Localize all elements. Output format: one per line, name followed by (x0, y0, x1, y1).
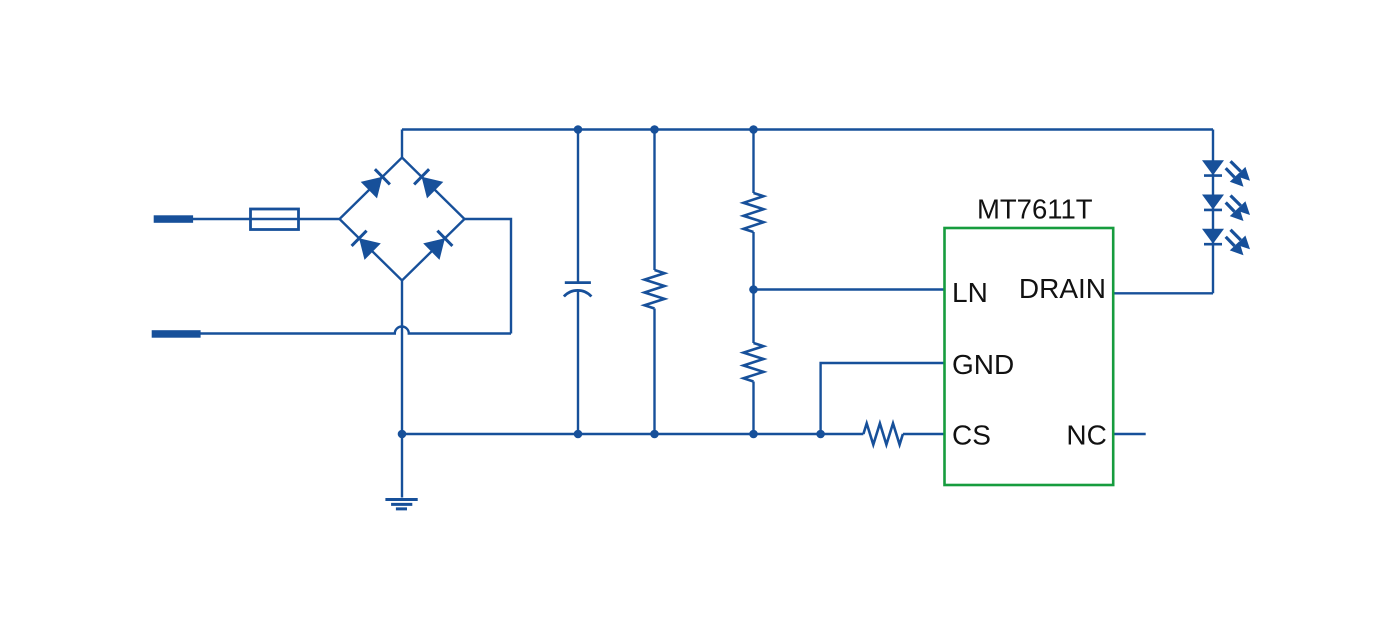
svg-text:DRAIN: DRAIN (1019, 273, 1106, 304)
svg-text:LN: LN (952, 277, 988, 308)
svg-text:NC: NC (1066, 420, 1106, 451)
svg-text:MT7611T: MT7611T (977, 193, 1093, 224)
svg-text:CS: CS (952, 420, 991, 451)
svg-text:GND: GND (952, 349, 1014, 380)
